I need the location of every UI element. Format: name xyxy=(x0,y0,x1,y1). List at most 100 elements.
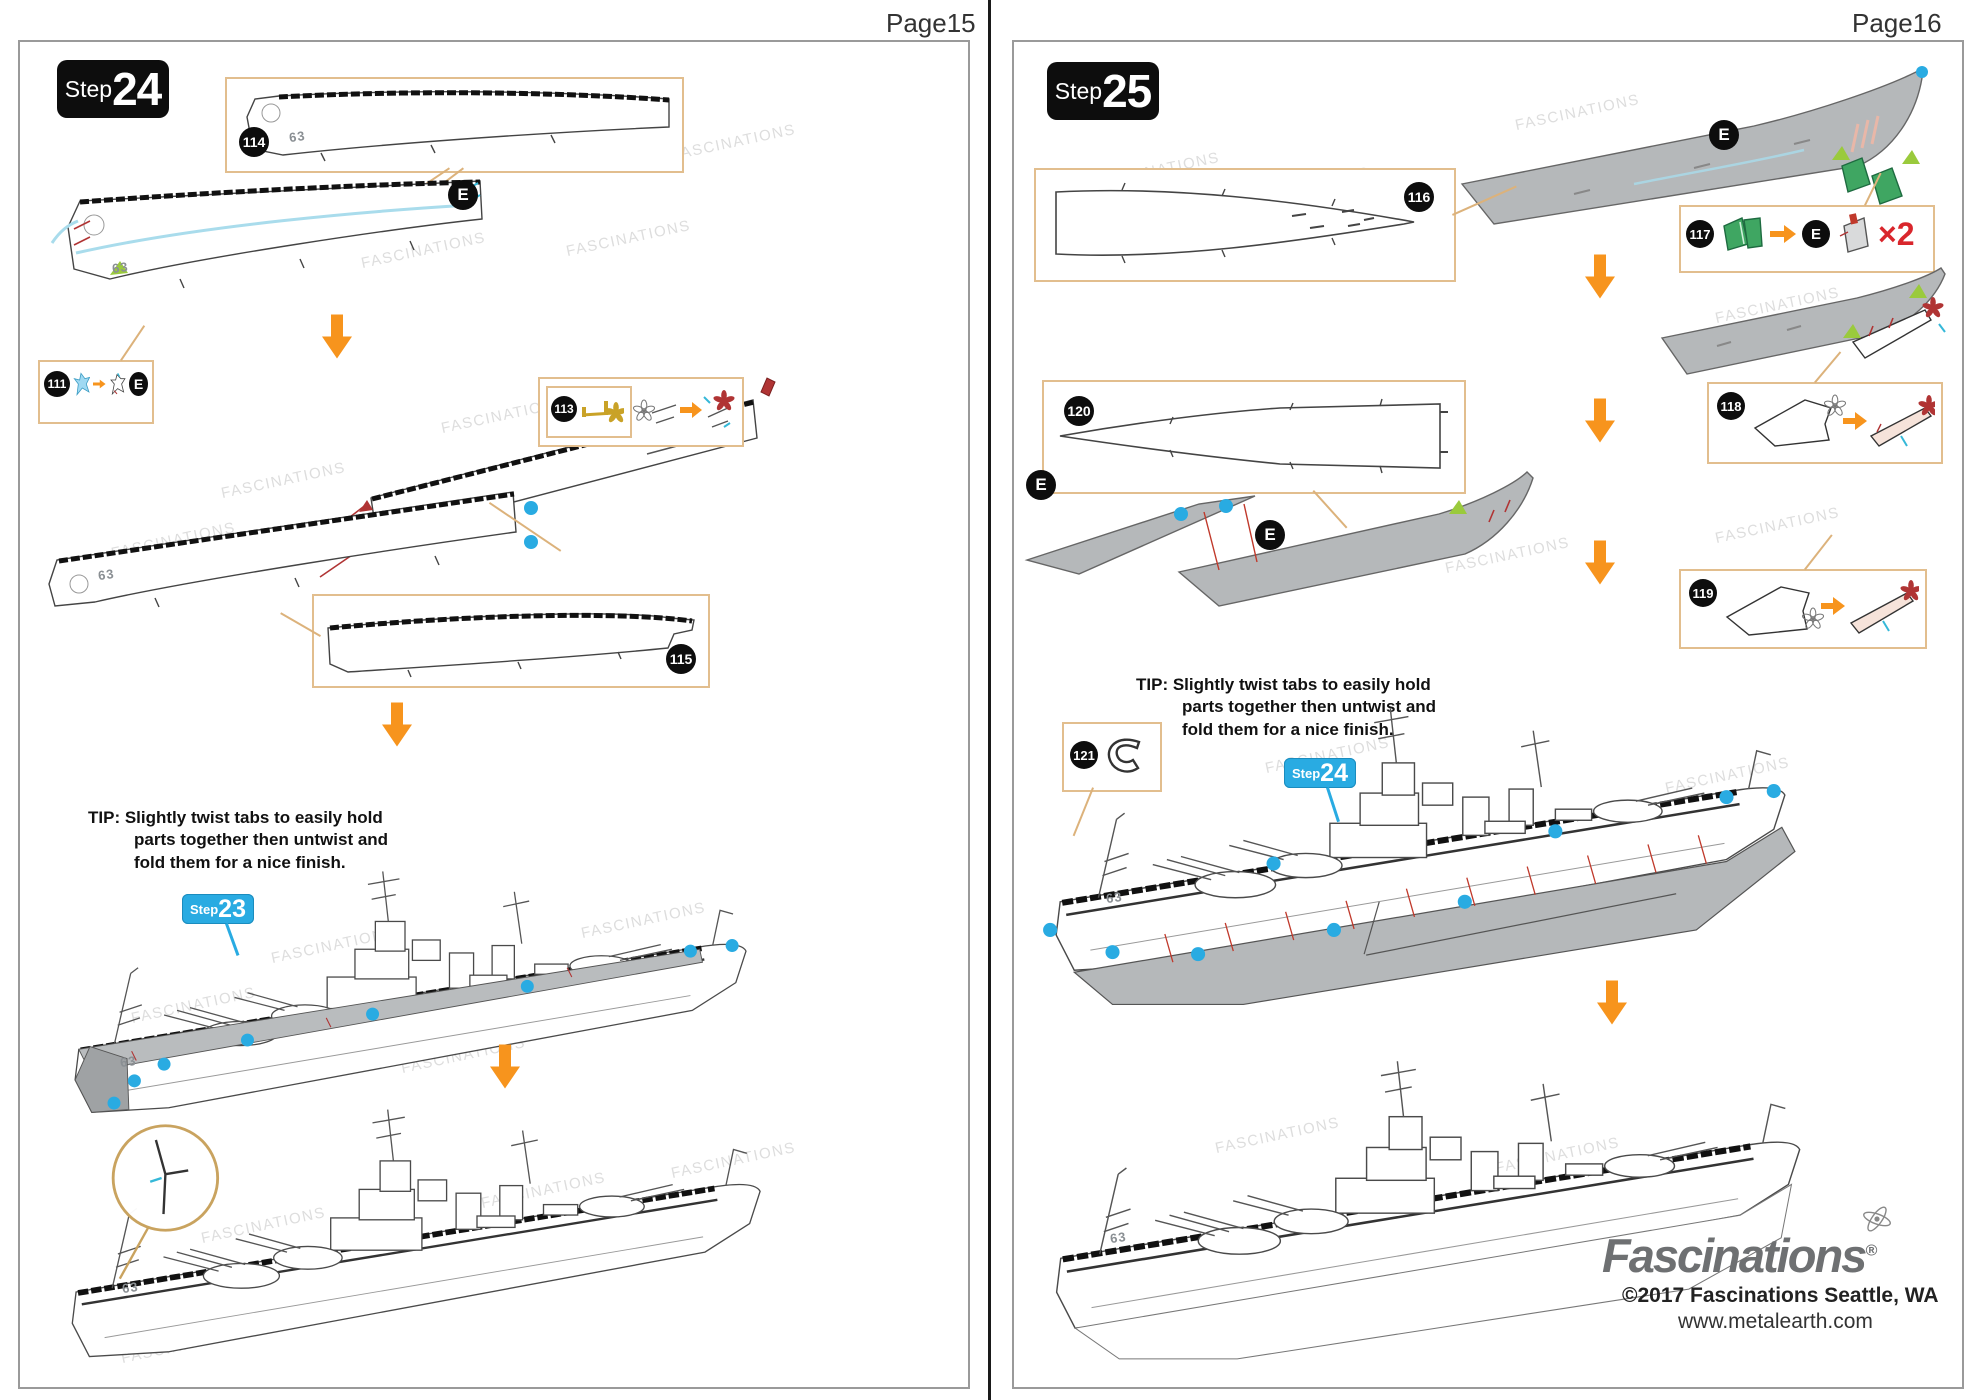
clamp-part-121-illustration xyxy=(1107,738,1141,773)
part-number-badge-113: 113 xyxy=(551,396,577,422)
keel-joining-illustration xyxy=(1024,471,1534,607)
propeller-shaft-part-illustration xyxy=(581,401,624,424)
flow-arrow-down-icon xyxy=(490,1044,520,1089)
fold-arrow-right-icon xyxy=(1770,225,1796,243)
skeg-fold-119-illustration xyxy=(1725,580,1919,636)
folded-part-111-illustration xyxy=(110,373,126,396)
keel-120-illustration xyxy=(1059,398,1448,474)
hull-marking: 63 xyxy=(1109,1228,1128,1247)
hull-panel-114-illustration xyxy=(246,90,670,162)
part-detail-box-121: 121 xyxy=(1062,722,1162,792)
part-detail-box-113: 113 xyxy=(538,377,744,447)
skeg-fold-118-illustration xyxy=(1753,394,1935,447)
step-number: 24 xyxy=(112,63,162,115)
step-prefix: Step xyxy=(64,75,113,102)
connector-badge-e: E xyxy=(129,372,148,396)
hull-marking: 63 xyxy=(1105,888,1124,907)
flow-arrow-down-icon xyxy=(1597,980,1627,1025)
part-number-badge-111: 111 xyxy=(44,371,70,397)
ship-completed-step25-illustration xyxy=(1032,1042,1812,1360)
ship-assembly-step24-illustration xyxy=(35,864,775,1142)
registered-mark: ® xyxy=(1865,1242,1877,1260)
flow-arrow-down-icon xyxy=(1585,254,1615,299)
page-number-right: Page16 xyxy=(1852,8,1942,38)
flow-arrow-down-icon xyxy=(1585,398,1615,443)
step-prefix: Step xyxy=(1054,77,1103,104)
part-113-inner-box: 113 xyxy=(546,386,632,438)
propeller-assembly-illustration xyxy=(632,390,736,428)
hull-marking: 63 xyxy=(119,1052,138,1071)
copyright-line: ©2017 Fascinations Seattle, WA xyxy=(1622,1284,1939,1307)
page-16: FASCINATIONS FASCINATIONS FASCINATIONS F… xyxy=(1012,40,1964,1389)
hull-marking: 63 xyxy=(111,258,130,277)
watermark: FASCINATIONS xyxy=(564,216,693,261)
watermark: FASCINATIONS xyxy=(1713,503,1842,548)
hull-panel-115-illustration xyxy=(327,612,695,678)
step-ref-number: 23 xyxy=(218,894,246,923)
tip-line: parts together then untwist and xyxy=(1182,697,1437,717)
tip-line: TIP: Slightly twist tabs to easily hold xyxy=(1136,675,1431,694)
tip-note: TIP: Slightly twist tabs to easily hold … xyxy=(88,807,388,874)
connector-badge-e: E xyxy=(448,180,478,210)
brand-logo: Fascinations® xyxy=(1602,1228,1877,1283)
part-number-badge-118: 118 xyxy=(1717,392,1745,420)
ship-assembly-step25-illustration xyxy=(1043,694,1796,1006)
flow-arrow-down-icon xyxy=(382,702,412,747)
flow-arrow-down-icon xyxy=(1585,540,1615,585)
green-bracket-flat-illustration xyxy=(1723,217,1763,251)
part-number-badge-120: 120 xyxy=(1064,396,1094,426)
hull-marking: 63 xyxy=(121,1278,140,1297)
bracket-folded-illustration xyxy=(1839,213,1869,253)
part-detail-box-115: 115 xyxy=(312,594,710,688)
tip-line: parts together then untwist and xyxy=(134,830,389,850)
quantity-multiplier: ×2 xyxy=(1878,216,1915,252)
part-number-badge-117: 117 xyxy=(1686,220,1714,248)
part-number-badge-116: 116 xyxy=(1404,182,1434,212)
page-number-left: Page15 xyxy=(886,8,976,38)
atom-icon xyxy=(1863,1206,1891,1232)
step-ref-prefix: Step xyxy=(1292,765,1321,781)
gray-hull-bottom-illustration xyxy=(1460,66,1928,225)
step-number: 25 xyxy=(1102,65,1152,117)
tip-line: fold them for a nice finish. xyxy=(1182,719,1394,739)
flat-part-111-illustration xyxy=(73,372,91,396)
part-detail-box-120: 120 xyxy=(1042,380,1466,494)
part-detail-box-111: 111 E xyxy=(38,360,154,424)
part-number-badge-114: 114 xyxy=(239,127,269,157)
part-detail-box-117: 117 E ×2 xyxy=(1679,205,1935,273)
watermark: FASCINATIONS xyxy=(669,120,798,165)
connector-badge-e: E xyxy=(1802,220,1830,248)
tip-note: TIP: Slightly twist tabs to easily hold … xyxy=(1136,674,1436,741)
part-detail-box-114: 114 63 xyxy=(225,77,684,173)
brand-name: Fascinations xyxy=(1602,1229,1867,1282)
ship-completed-step24-illustration xyxy=(38,1102,783,1387)
part-detail-box-118: 118 xyxy=(1707,382,1943,464)
hull-panel-illustration xyxy=(50,179,483,289)
hull-marking: 63 xyxy=(288,127,307,146)
step-ref-prefix: Step xyxy=(190,901,219,917)
leader-line xyxy=(1804,534,1833,571)
gray-hull-skeg-assembly-illustration xyxy=(1660,267,1946,375)
hull-marking: 63 xyxy=(97,565,116,584)
part-number-badge-119: 119 xyxy=(1689,579,1717,607)
part-number-badge-115: 115 xyxy=(666,644,696,674)
website-url: www.metalearth.com xyxy=(1678,1310,1873,1333)
step-ref-number: 24 xyxy=(1320,758,1348,787)
leader-line xyxy=(120,325,146,362)
part-detail-box-119: 119 xyxy=(1679,569,1927,649)
connector-badge-e: E xyxy=(1709,120,1739,150)
tip-line: fold them for a nice finish. xyxy=(134,852,346,872)
connector-badge-e: E xyxy=(1026,470,1056,500)
deck-tip-116-illustration xyxy=(1055,182,1415,264)
flow-arrow-down-icon xyxy=(322,314,352,359)
part-detail-box-116: 116 xyxy=(1034,168,1456,282)
page-15: FASCINATIONS FASCINATIONS FASCINATIONS F… xyxy=(18,40,970,1389)
fold-arrow-right-icon xyxy=(93,379,106,389)
tip-line: TIP: Slightly twist tabs to easily hold xyxy=(88,808,383,827)
connector-badge-e: E xyxy=(1255,520,1285,550)
part-number-badge-121: 121 xyxy=(1070,741,1098,769)
